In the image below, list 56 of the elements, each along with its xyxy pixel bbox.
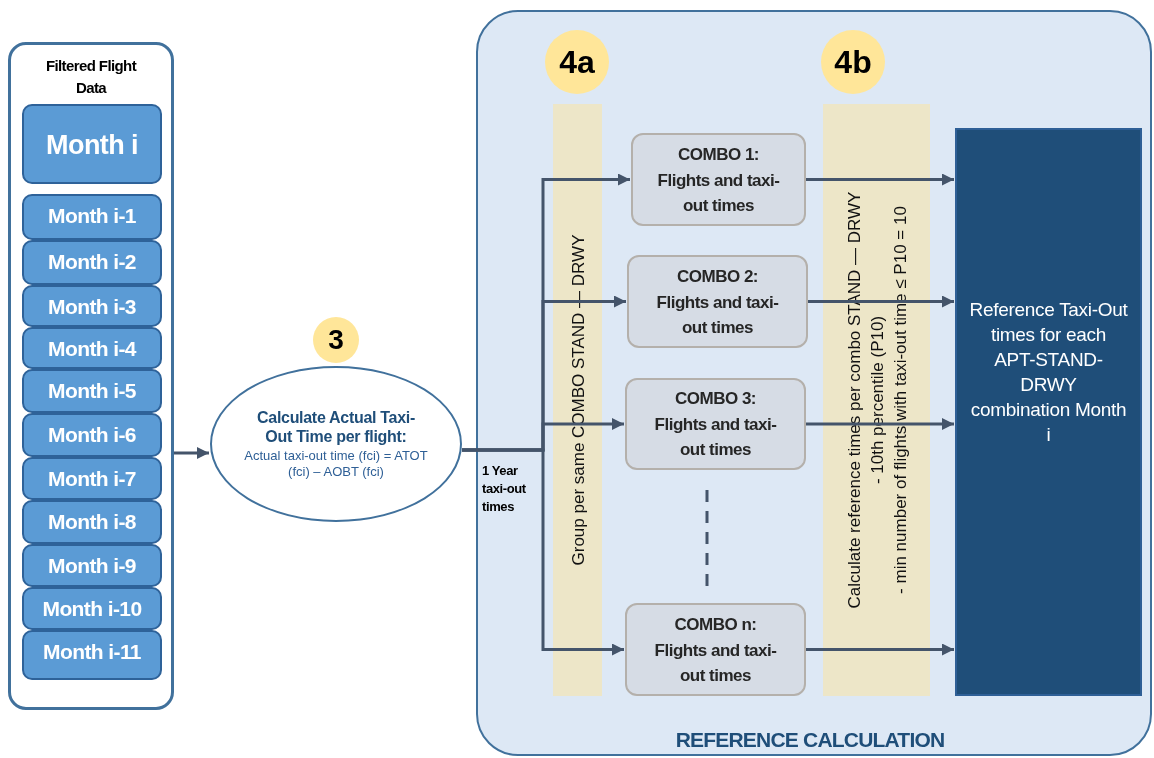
arrow [462, 448, 624, 656]
month-box [22, 327, 162, 369]
month-label: Month i-8 [47, 509, 137, 535]
result-text: Reference Taxi-Out times for each APT-STAND-DRWY combination Month i [968, 298, 1129, 447]
month-box [22, 240, 162, 285]
month-label: Month i-11 [42, 639, 142, 665]
arrow [174, 447, 209, 459]
combo-box [625, 378, 806, 470]
panel-heading: REFERENCE CALCULATION [674, 728, 946, 752]
step-badge [313, 317, 359, 363]
month-box [22, 587, 162, 630]
formula-text: Actual taxi-out time (fci) = ATOT (fci) – AOBT (fci) [243, 448, 429, 480]
result-box [955, 128, 1142, 696]
combo-title: COMBO 1: [678, 143, 759, 166]
arrow [806, 643, 954, 656]
month-label: Month i-2 [47, 249, 137, 275]
step-number: 3 [328, 324, 344, 356]
process-title: Calculate Actual Taxi-Out Time per flight: [256, 408, 416, 446]
combo-box [625, 603, 806, 696]
month-box [22, 285, 162, 327]
month-label: Month i-6 [47, 422, 137, 448]
month-label: Month i-9 [47, 553, 137, 579]
month-box [22, 369, 162, 413]
combo-title: COMBO 3: [675, 388, 756, 410]
arrow [806, 418, 954, 430]
month-box [22, 413, 162, 457]
combo-box [631, 133, 806, 226]
combo-description: Flights and taxi-out times [653, 639, 778, 687]
month-label: Month i-5 [47, 378, 137, 404]
month-box [22, 630, 162, 680]
month-box [22, 457, 162, 500]
month-box [22, 544, 162, 587]
step-description: - 10th percentile (P10) [866, 315, 887, 485]
combo-title: COMBO 2: [677, 265, 758, 288]
data-group-panel [8, 42, 174, 710]
step-number: 4a [559, 43, 595, 81]
arrow [806, 173, 954, 186]
month-box [22, 500, 162, 544]
month-box [22, 104, 162, 184]
panel-heading: Filtered Flight Data [44, 56, 138, 98]
month-label: Month i-10 [41, 596, 143, 622]
combo-box [627, 255, 808, 348]
combo-description: Flights and taxi-out times [653, 414, 778, 461]
month-label: Month i-3 [47, 294, 137, 320]
combo-description: Flights and taxi-out times [655, 291, 780, 339]
month-label: Month i-4 [47, 336, 138, 362]
combo-description: Flights and taxi-out times [656, 169, 781, 217]
month-label: Month i-7 [47, 466, 137, 492]
flow-label: 1 Year taxi-out times [482, 462, 527, 516]
month-box [22, 194, 162, 240]
combo-title: COMBO n: [674, 613, 757, 636]
calculation-panel [476, 10, 1152, 756]
month-label: Month i [45, 129, 139, 162]
month-label: Month i-1 [47, 203, 137, 229]
step-number: 4b [834, 43, 872, 81]
arrow [808, 295, 954, 308]
